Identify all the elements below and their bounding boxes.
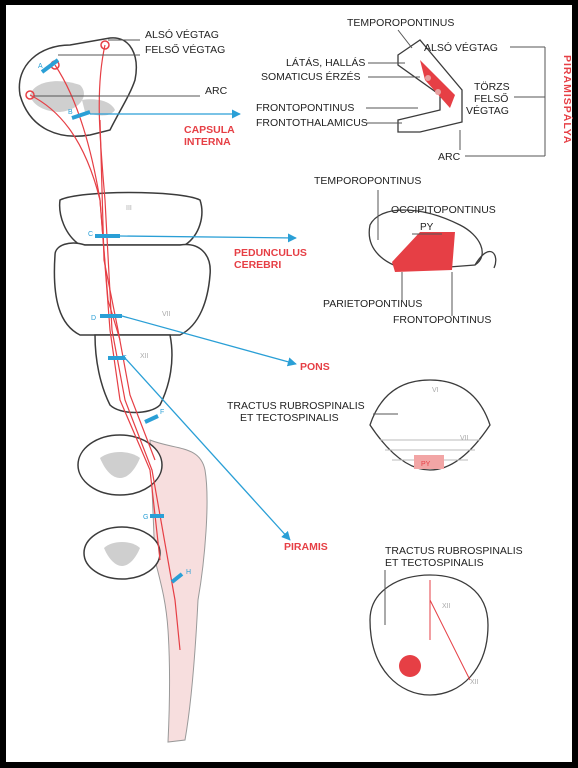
nerve-xii: XII — [140, 353, 149, 360]
level-g: G — [143, 514, 148, 521]
label-also-vegtag: ALSÓ VÉGTAG — [145, 28, 219, 41]
pons-outline — [369, 379, 491, 471]
level-a: A — [38, 63, 43, 70]
label-temporopontinus-top: TEMPOROPONTINUS — [347, 17, 454, 29]
medulla — [94, 334, 173, 414]
nerve-vii: VII — [162, 311, 171, 318]
label-somaticus: SOMATICUS ÉRZÉS — [261, 70, 361, 83]
medulla-inset: XII XII TRACTUS RUBROSPINALIS ET TECTOSP… — [369, 545, 523, 696]
label-piramis: PIRAMIS — [284, 541, 328, 553]
label-tractus-2a: TRACTUS RUBROSPINALIS — [385, 545, 523, 557]
label-vi: VI — [432, 387, 439, 394]
medulla-fibers — [429, 580, 471, 681]
label-tractus-2b: ET TECTOSPINALIS — [385, 557, 484, 569]
pons-inset: PY VI VII TRACTUS RUBROSPINALIS ET TECTO… — [227, 379, 491, 471]
neuron-soma — [100, 40, 110, 50]
level-c: C — [88, 231, 93, 238]
level-f: F — [160, 409, 164, 416]
label-occipitopontinus: OCCIPITOPONTINUS — [391, 204, 496, 216]
capsula-shape — [397, 39, 463, 133]
label-pedunculus-2: CEREBRI — [234, 259, 281, 271]
label-pons: PONS — [300, 361, 330, 373]
label-felso-ci-2: VÉGTAG — [466, 104, 509, 117]
label-xii-med2: XII — [470, 679, 479, 686]
label-also-vegtag-ci: ALSÓ VÉGTAG — [424, 41, 498, 54]
cortex-inner — [30, 81, 84, 112]
body-silhouette — [149, 439, 208, 743]
pons-shape — [53, 242, 211, 336]
level-d: D — [91, 315, 96, 322]
grey-matter-2 — [104, 542, 140, 566]
label-xii-med: XII — [442, 603, 451, 610]
label-arc: ARC — [205, 85, 228, 97]
label-py-mid: PY — [420, 222, 434, 233]
arrow-piramis — [124, 357, 291, 541]
level-e: E — [122, 355, 127, 362]
ventricle — [82, 99, 115, 116]
grey-matter-1 — [100, 452, 140, 478]
label-vii-pons: VII — [460, 435, 469, 442]
capsula-dot — [425, 75, 431, 81]
label-felso-ci-1: FELSŐ — [474, 91, 508, 105]
label-felso-vegtag: FELSŐ VÉGTAG — [145, 42, 225, 56]
arrow-pedunculus — [119, 233, 297, 243]
level-b: B — [68, 109, 73, 116]
capsula-red-segment — [420, 60, 455, 108]
left-anatomy: A B C D E F G H III VII XII ALSÓ VÉGTAG … — [18, 28, 330, 743]
py-pons-region — [414, 455, 444, 469]
label-frontothalamicus: FRONTOTHALAMICUS — [256, 117, 368, 129]
arrow-pons — [121, 315, 297, 367]
tract-lines — [29, 44, 181, 651]
label-parietopontinus: PARIETOPONTINUS — [323, 298, 422, 310]
level-markers — [40, 58, 184, 584]
label-piramispalya: PIRAMISPÁLYA — [561, 55, 574, 144]
midbrain — [58, 191, 203, 246]
medulla-outline — [369, 574, 489, 696]
label-tractus-1b: ET TECTOSPINALIS — [240, 412, 339, 424]
label-torzs: TÖRZS — [474, 81, 510, 93]
label-pedunculus-1: PEDUNCULUS — [234, 247, 307, 259]
nerve-iii: III — [126, 205, 132, 212]
capsula-interna-inset: TEMPOROPONTINUS LÁTÁS, HALLÁS SOMATICUS … — [256, 17, 574, 163]
py-medulla — [399, 655, 421, 677]
leader — [397, 29, 413, 49]
label-latas-hallas: LÁTÁS, HALLÁS — [286, 56, 365, 69]
label-tractus-1a: TRACTUS RUBROSPINALIS — [227, 400, 365, 412]
label-py-pons: PY — [421, 461, 431, 468]
label-capsula-1: CAPSULA — [184, 124, 235, 136]
label-frontopontinus-top: FRONTOPONTINUS — [256, 102, 354, 114]
neuron-soma — [25, 90, 35, 100]
label-frontopontinus-mid: FRONTOPONTINUS — [393, 314, 491, 326]
level-h: H — [186, 569, 191, 576]
capsula-dot — [435, 89, 441, 95]
label-temporopontinus-mid: TEMPOROPONTINUS — [314, 175, 421, 187]
label-arc-ci: ARC — [438, 151, 461, 163]
pedunculus-inset: TEMPOROPONTINUS OCCIPITOPONTINUS PY PARI… — [314, 175, 497, 326]
py-region — [392, 232, 455, 272]
pedunculus-edge — [474, 250, 497, 269]
label-capsula-2: INTERNA — [184, 136, 231, 148]
